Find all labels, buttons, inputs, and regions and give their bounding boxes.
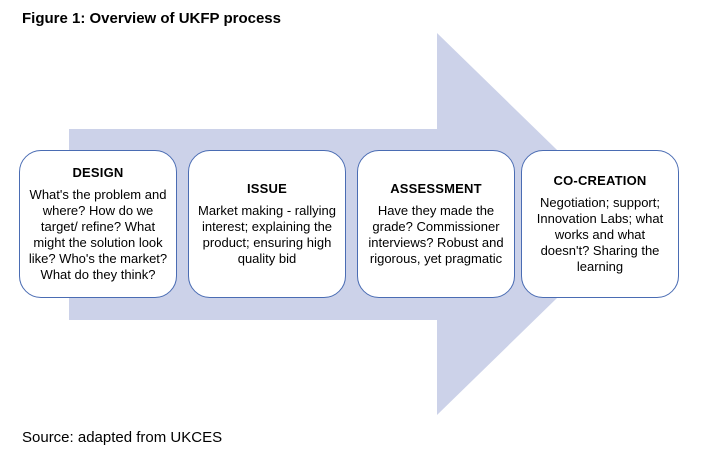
stage-heading-issue: ISSUE bbox=[246, 181, 287, 196]
stage-box-design: DESIGN What's the problem and where? How… bbox=[19, 150, 177, 298]
stage-body-co-creation: Negotiation; support; Innovation Labs; w… bbox=[536, 195, 664, 274]
stage-body-design: What's the problem and where? How do we … bbox=[28, 187, 168, 282]
stage-heading-assessment: ASSESSMENT bbox=[390, 181, 482, 196]
process-arrow-shape bbox=[69, 33, 633, 415]
figure-title: Figure 1: Overview of UKFP process bbox=[22, 10, 281, 27]
stage-heading-co-creation: CO-CREATION bbox=[553, 173, 647, 188]
stage-box-assessment: ASSESSMENT Have they made the grade? Com… bbox=[357, 150, 515, 298]
stage-body-assessment: Have they made the grade? Commissioner i… bbox=[368, 203, 504, 266]
stage-box-issue: ISSUE Market making - rallying interest;… bbox=[188, 150, 346, 298]
stage-heading-design: DESIGN bbox=[72, 165, 124, 180]
stage-box-co-creation: CO-CREATION Negotiation; support; Innova… bbox=[521, 150, 679, 298]
source-note: Source: adapted from UKCES bbox=[22, 429, 223, 446]
stage-body-issue: Market making - rallying interest; expla… bbox=[198, 203, 336, 266]
